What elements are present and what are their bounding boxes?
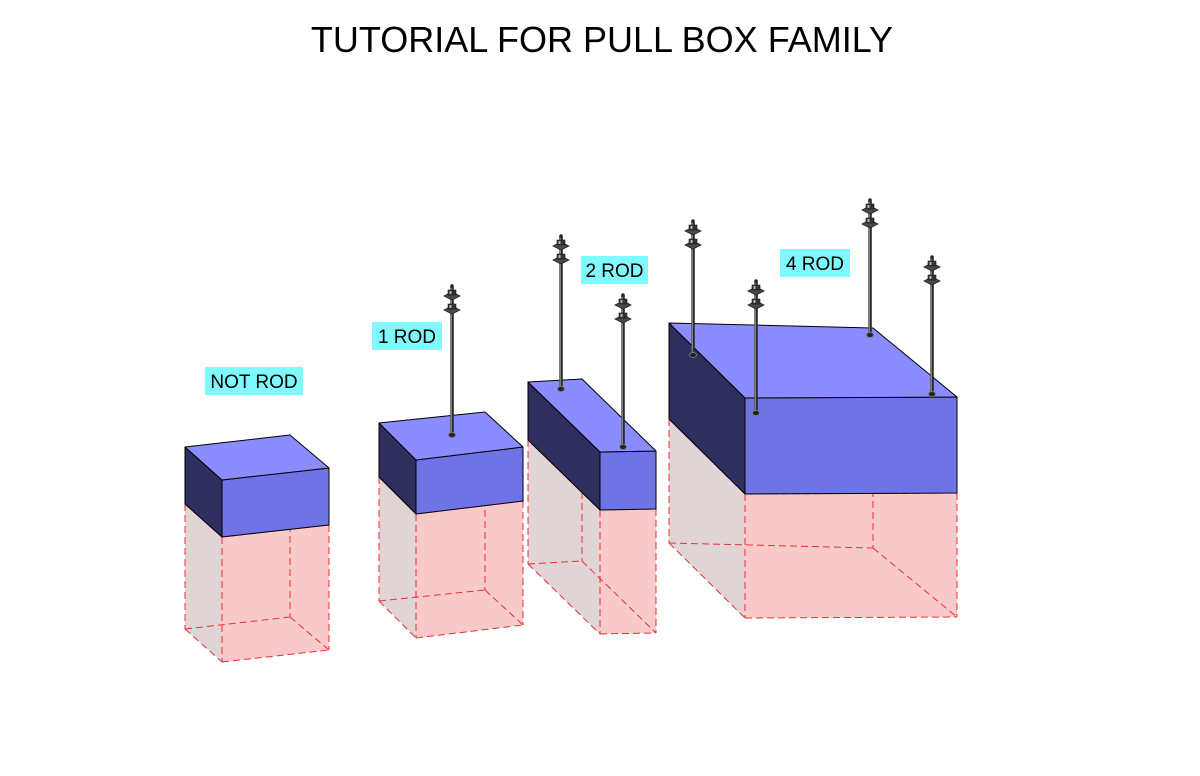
rods-layer (443, 198, 941, 450)
rod-anchor (866, 332, 874, 338)
label-text: 2 ROD (585, 261, 643, 282)
hidden-edge (872, 547, 958, 618)
rod-anchor (557, 386, 565, 392)
pull-box-2 (527, 378, 657, 635)
label-background (780, 249, 850, 277)
ghost-edge (378, 600, 417, 639)
label-background (372, 322, 442, 350)
ghost-edge (527, 563, 601, 635)
box-label: 2 ROD (581, 256, 648, 284)
rod-anchor (928, 391, 936, 397)
label-background (581, 256, 648, 284)
pull-box-3 (668, 322, 958, 619)
rod-nut (865, 203, 875, 210)
ghost-edge (668, 542, 746, 619)
rod-nut (751, 298, 761, 305)
ghost-side-face (185, 504, 222, 662)
rod-nut (618, 312, 628, 319)
label-text: NOT ROD (210, 372, 297, 393)
threaded-rod-icon (861, 198, 879, 338)
label-text: 1 ROD (378, 327, 436, 348)
threaded-rod-icon (747, 279, 765, 416)
boxes-layer (184, 322, 958, 663)
box-label: NOT ROD (205, 367, 303, 395)
threaded-rod-icon (552, 234, 570, 392)
rod-nut (927, 274, 937, 281)
hidden-edge (581, 560, 657, 634)
ghost-edge (744, 616, 958, 619)
ghost-front-face (600, 509, 656, 634)
ghost-edge (184, 628, 223, 663)
ghost-edge (599, 632, 657, 635)
ghost-side-face (528, 440, 600, 634)
ghost-front-face (745, 493, 957, 618)
rod-anchor (689, 352, 697, 358)
pull-box-0 (184, 434, 330, 663)
rod-anchor (619, 444, 627, 450)
rod-nut (688, 238, 698, 245)
label-background (205, 367, 303, 395)
rod-nut (688, 224, 698, 231)
box-label: 4 ROD (780, 249, 850, 277)
labels-layer: NOT ROD 1 ROD 2 ROD 4 ROD (205, 249, 850, 395)
hidden-edge (289, 616, 330, 651)
ghost-edge (221, 649, 330, 663)
ghost-front-face (416, 501, 523, 638)
hidden-edge (184, 616, 291, 630)
pull-box-1 (378, 411, 524, 639)
rod-nut (865, 217, 875, 224)
threaded-rod-icon (923, 255, 941, 397)
rod-nut (927, 260, 937, 267)
hidden-edge (527, 560, 583, 565)
rod-nut (556, 253, 566, 260)
threaded-rod-icon (614, 293, 632, 450)
hidden-edge (668, 542, 874, 549)
rod-nut (447, 303, 457, 310)
rod-nut (447, 289, 457, 296)
threaded-rod-icon (684, 219, 702, 358)
ghost-front-face (222, 525, 329, 662)
box-label: 1 ROD (372, 322, 442, 350)
block-top-face (668, 322, 958, 399)
hidden-edge (484, 589, 524, 626)
rod-nut (751, 284, 761, 291)
rod-nut (556, 239, 566, 246)
block-front-face (744, 396, 958, 495)
block-front-face (599, 450, 657, 511)
rod-anchor (752, 410, 760, 416)
threaded-rod-icon (443, 284, 461, 438)
hidden-edge (378, 589, 486, 602)
page-title: TUTORIAL FOR PULL BOX FAMILY (311, 19, 893, 60)
ghost-side-face (669, 419, 745, 618)
rod-nut (618, 298, 628, 305)
block-top-face (184, 434, 330, 481)
ghost-edge (415, 624, 524, 639)
label-text: 4 ROD (786, 254, 844, 275)
rod-anchor (448, 432, 456, 438)
